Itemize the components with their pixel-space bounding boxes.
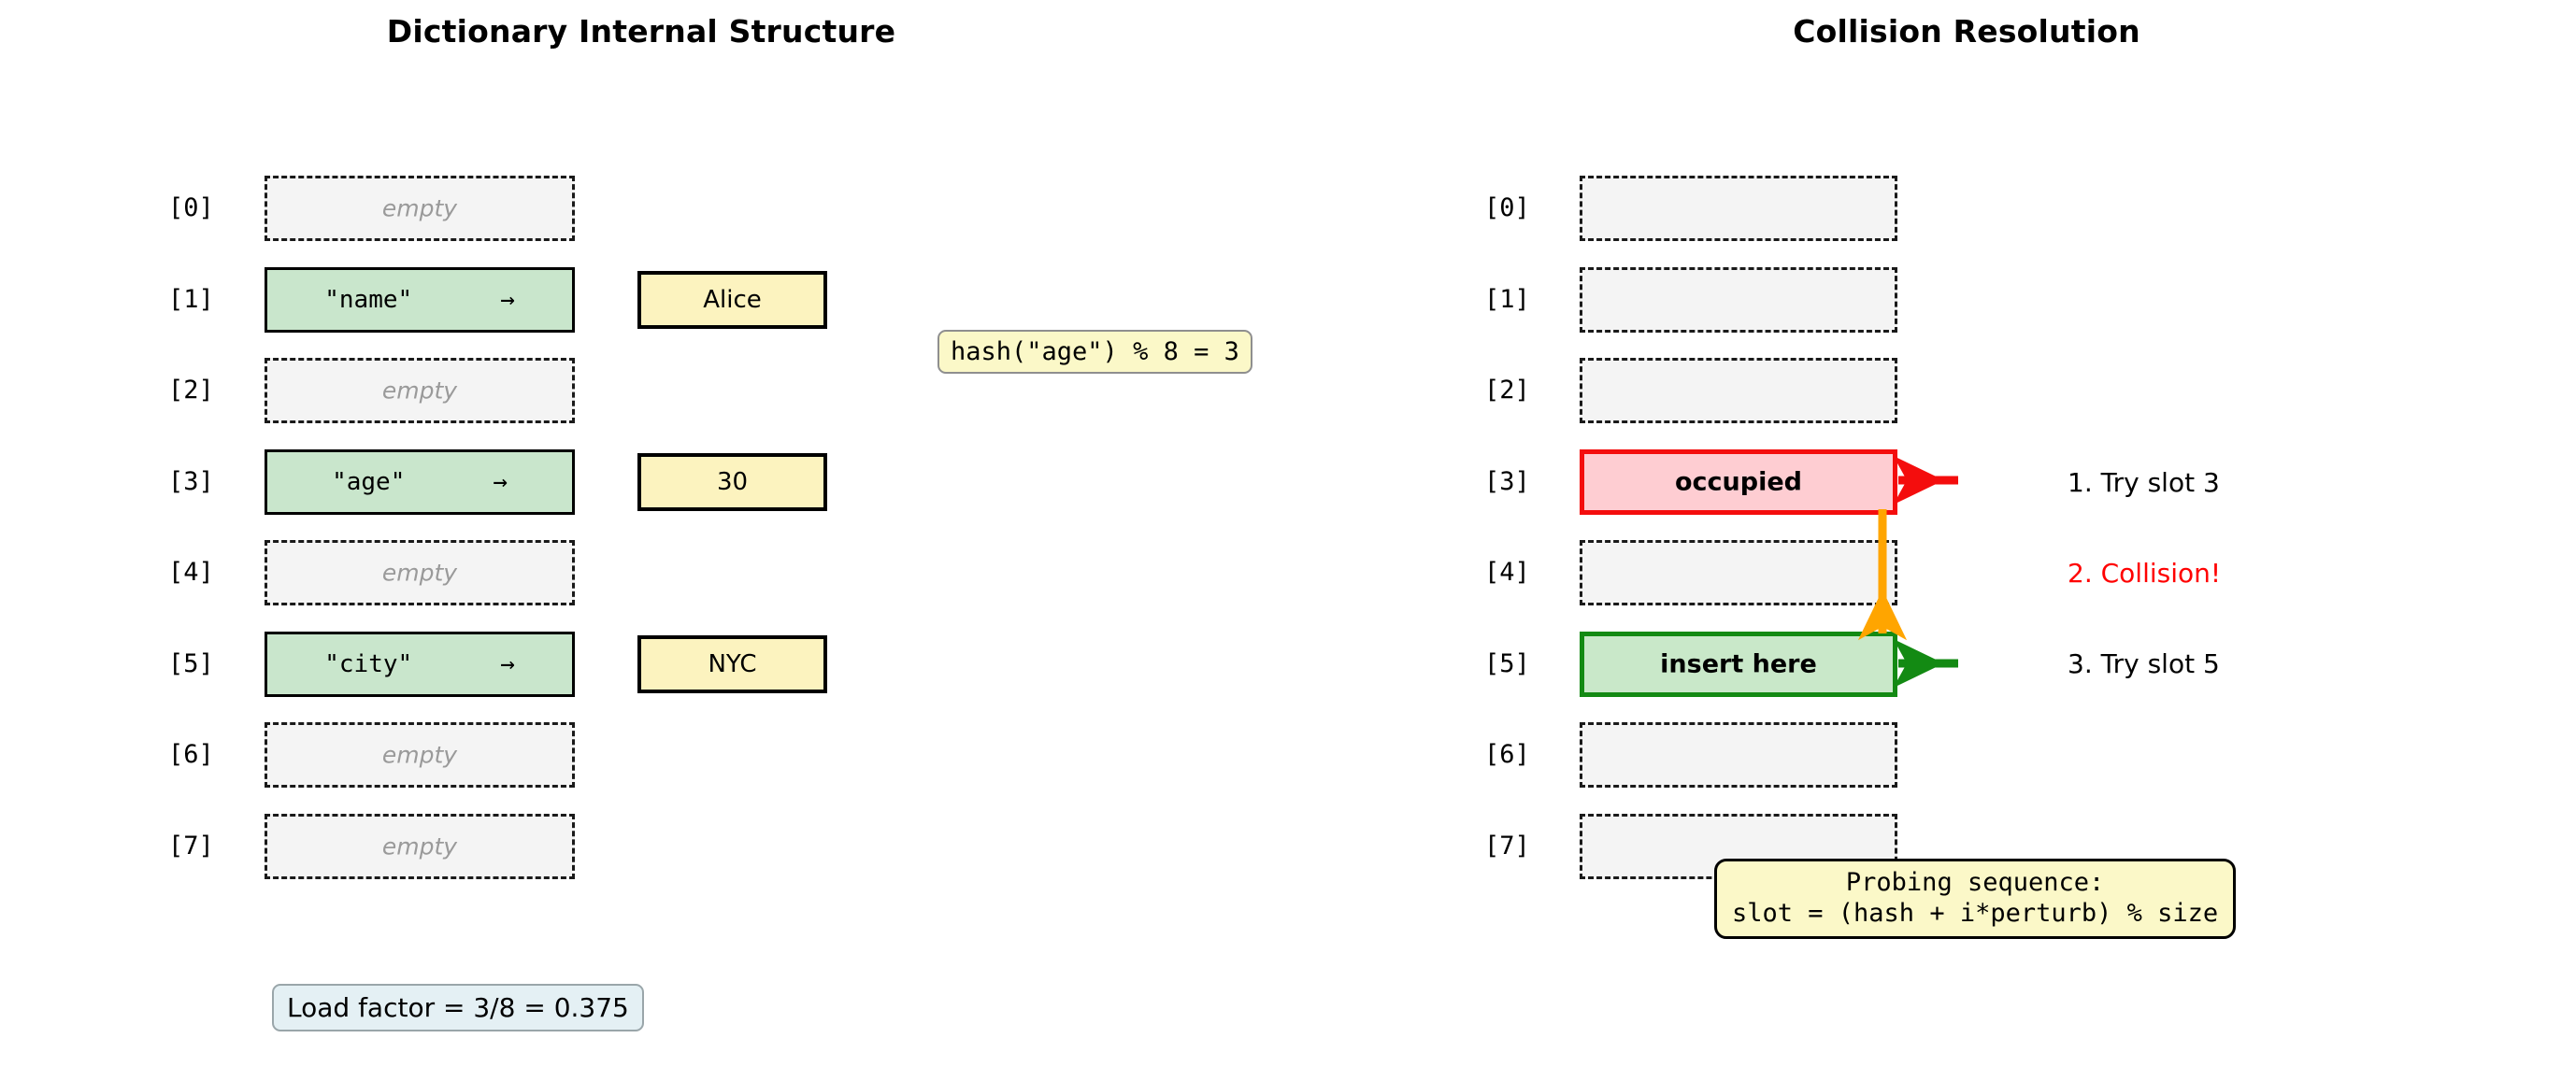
probing-note-line-1: Probing sequence: <box>1845 868 2105 897</box>
slot-index-label: [6] <box>1484 740 1530 769</box>
slot-empty-box[interactable] <box>1580 540 1897 605</box>
slot-index-label: [7] <box>168 831 214 861</box>
slot-key-entry: "age" → <box>332 467 508 496</box>
empty-slot-label: empty <box>381 194 458 222</box>
collision-step-label: 3. Try slot 5 <box>2068 648 2220 679</box>
hash-expression-callout: hash("age") % 8 = 3 <box>937 330 1252 374</box>
load-factor-callout: Load factor = 3/8 = 0.375 <box>272 984 644 1031</box>
slot-index-label: [1] <box>168 284 214 314</box>
slot-index-label: [0] <box>1484 193 1530 222</box>
slot-empty-box[interactable] <box>1580 266 1897 333</box>
empty-slot-label: empty <box>381 832 458 860</box>
slot-key-entry: "name" → <box>324 285 515 314</box>
slot-index-label: [4] <box>168 558 214 587</box>
value-box[interactable]: Alice <box>637 270 827 329</box>
collision-step-label: 2. Collision! <box>2068 558 2222 589</box>
slot-insert-box[interactable]: insert here <box>1580 631 1897 697</box>
slot-empty-box[interactable]: empty <box>265 813 575 879</box>
probing-sequence-callout: Probing sequence: slot = (hash + i*pertu… <box>1714 859 2237 939</box>
slot-index-label: [0] <box>168 193 214 222</box>
slot-index-label: [6] <box>168 740 214 769</box>
slot-index-label: [1] <box>1484 284 1530 314</box>
slot-empty-box[interactable]: empty <box>265 722 575 788</box>
slot-state-label: insert here <box>1660 649 1817 678</box>
slot-state-label: occupied <box>1674 467 1802 496</box>
value-box[interactable]: NYC <box>637 634 827 693</box>
slot-index-label: [5] <box>1484 648 1530 678</box>
slot-index-label: [3] <box>1484 466 1530 496</box>
collision-step-label: 1. Try slot 3 <box>2068 467 2220 498</box>
left-panel-title: Dictionary Internal Structure <box>386 13 896 50</box>
empty-slot-label: empty <box>381 377 458 405</box>
probing-note-line-2: slot = (hash + i*perturb) % size <box>1732 898 2219 928</box>
slot-index-label: [5] <box>168 648 214 678</box>
empty-slot-label: empty <box>381 559 458 587</box>
slot-index-label: [2] <box>1484 376 1530 405</box>
value-box[interactable]: 30 <box>637 452 827 511</box>
slot-occupied-box[interactable]: occupied <box>1580 448 1897 515</box>
slot-empty-box[interactable] <box>1580 358 1897 423</box>
right-panel-title: Collision Resolution <box>1793 13 2140 50</box>
slot-index-label: [3] <box>168 466 214 496</box>
slot-empty-box[interactable]: empty <box>265 358 575 423</box>
empty-slot-label: empty <box>381 741 458 769</box>
slot-filled-box[interactable]: "age" → <box>265 448 575 515</box>
slot-index-label: [2] <box>168 376 214 405</box>
slot-key-entry: "city" → <box>324 649 515 678</box>
slot-filled-box[interactable]: "name" → <box>265 266 575 333</box>
slot-index-label: [7] <box>1484 831 1530 861</box>
slot-empty-box[interactable] <box>1580 722 1897 788</box>
slot-filled-box[interactable]: "city" → <box>265 631 575 697</box>
slot-empty-box[interactable] <box>1580 176 1897 241</box>
slot-empty-box[interactable]: empty <box>265 540 575 605</box>
slot-index-label: [4] <box>1484 558 1530 587</box>
slot-empty-box[interactable]: empty <box>265 176 575 241</box>
